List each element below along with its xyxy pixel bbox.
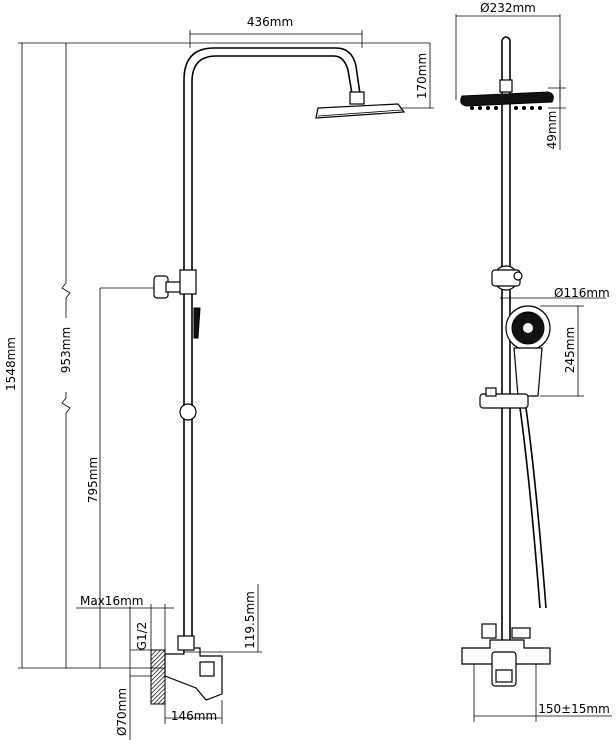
head-drop-label: 170mm: [415, 53, 429, 99]
head-connector: [349, 91, 365, 105]
arm-length-label: 436mm: [247, 15, 293, 29]
head-connector-side: [499, 79, 513, 93]
break-symbol-lower: [61, 397, 71, 414]
riser-pipe-inner: [191, 55, 353, 660]
mixer-handle-front: [199, 661, 215, 677]
side-view: Ø232mm 49mm Ø116mm 2: [455, 1, 612, 722]
riser-pipe-outer: [183, 47, 361, 660]
hand-shower-length-label: 245mm: [563, 327, 577, 373]
break-symbol-upper: [61, 282, 71, 299]
head-thickness-label: 49mm: [545, 111, 559, 150]
slide-holder-side: [479, 393, 529, 409]
mixer-projection-label: 146mm: [171, 709, 217, 723]
rain-shower-head-side: [460, 91, 554, 107]
adjustable-height-label: 953mm: [59, 327, 73, 373]
hand-shower-front: [193, 307, 201, 339]
pipe-clamp: [179, 269, 197, 295]
wall-thickness-label: Max16mm: [80, 594, 143, 608]
total-height-label: 1548mm: [4, 337, 18, 391]
hand-shower-handle: [513, 347, 543, 397]
escutcheon-label: Ø70mm: [115, 688, 129, 736]
hand-shower-diameter-label: Ø116mm: [554, 286, 610, 300]
mixer-connector-right: [511, 627, 531, 639]
head-diameter-label: Ø232mm: [480, 1, 536, 15]
mixer-connector-left: [481, 623, 497, 639]
mixer-top-connector: [177, 635, 195, 651]
shower-hose-left: [519, 407, 541, 609]
thread-label: G1/2: [135, 622, 149, 651]
mixer-to-bracket-label: 795mm: [86, 457, 100, 503]
slide-holder-knob: [179, 403, 197, 421]
center-distance-label: 150±15mm: [538, 702, 610, 716]
mixer-height-label: 119.5mm: [243, 591, 257, 649]
escutcheon-hatched: [150, 649, 166, 705]
front-view: 1548mm 953mm 795mm 436mm 170mm: [4, 15, 434, 740]
shower-hose-right: [525, 407, 547, 609]
